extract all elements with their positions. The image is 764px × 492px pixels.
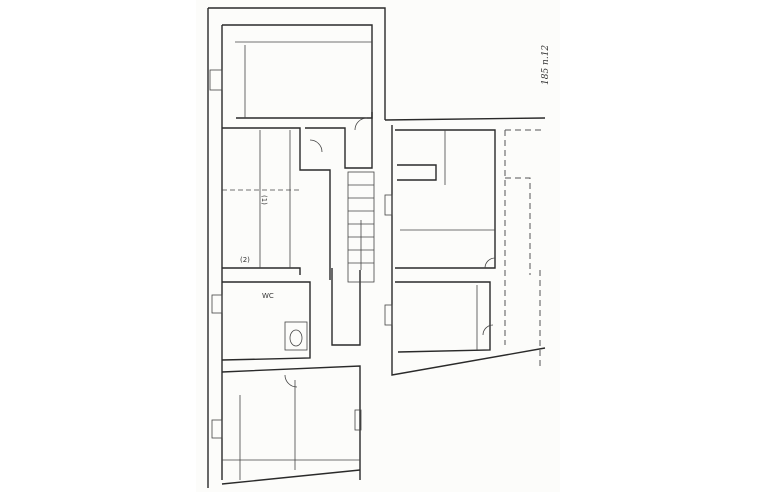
staircase [347, 171, 375, 283]
handwritten-annotation: 185 n.12 [541, 45, 551, 85]
paper-sheet [196, 0, 560, 492]
room-1-label: (1) [260, 195, 268, 205]
dimension-lines [222, 41, 495, 480]
doors [284, 117, 496, 388]
wc-fixture [284, 321, 308, 351]
room-2-label: (2) [240, 256, 250, 264]
left-building-walls [207, 7, 386, 488]
windows [209, 69, 393, 439]
wc-label: WC [262, 292, 274, 300]
